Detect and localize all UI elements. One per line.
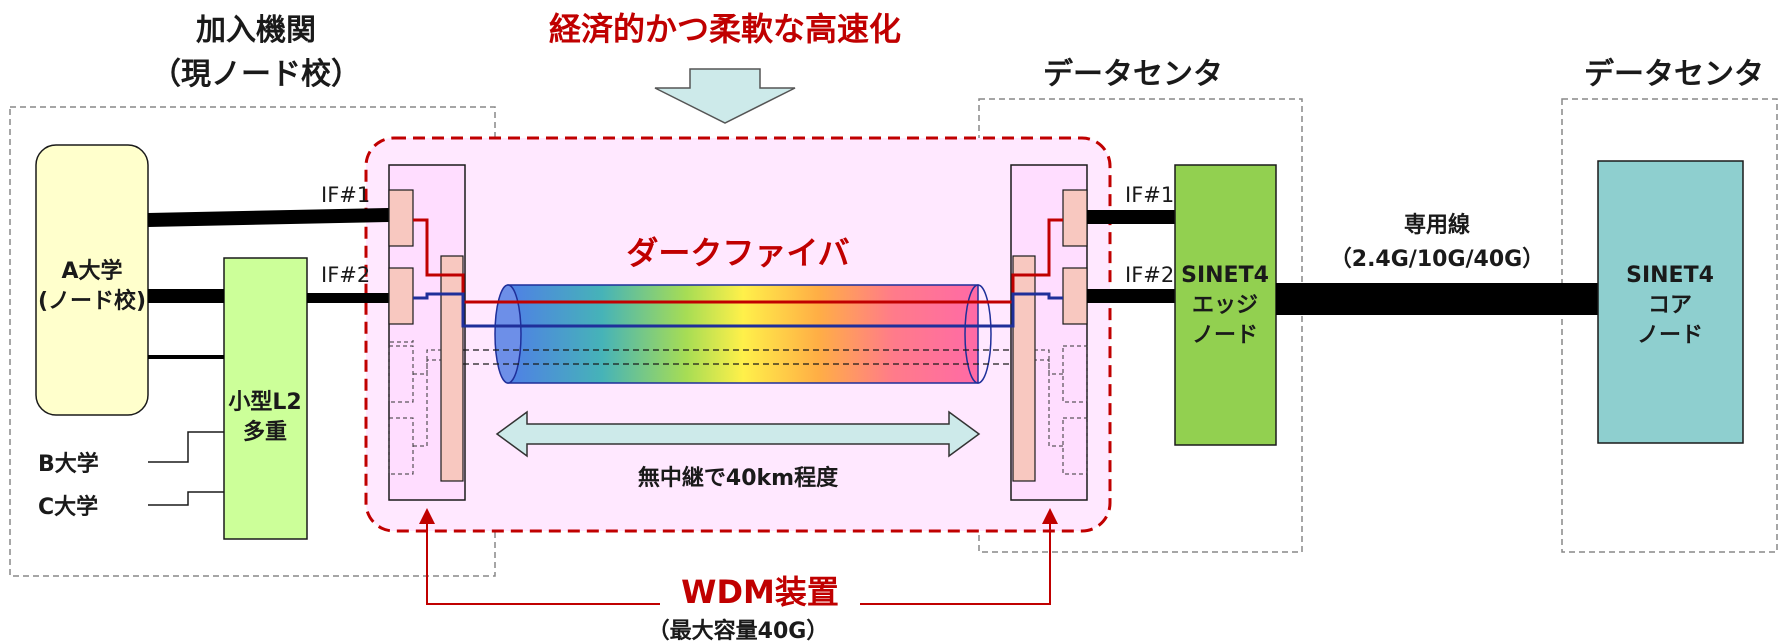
left-if2-label: IF#2 <box>321 263 370 287</box>
right-if2-label: IF#2 <box>1125 263 1174 287</box>
wdm-label-mask <box>660 582 860 624</box>
core-node-label-1: SINET4 <box>1626 263 1714 288</box>
page-title: 経済的かつ柔軟な高速化 <box>549 10 901 48</box>
dark-fiber-label: ダークファイバ <box>626 234 849 272</box>
edge-node-label-3: ノード <box>1192 323 1258 348</box>
datacenter-core-title: データセンタ <box>1584 57 1764 92</box>
datacenter-core-boundary <box>1561 98 1778 553</box>
wdm-left-port-if2 <box>388 267 414 325</box>
member-site-title-2: （現ノード校） <box>151 57 361 92</box>
dark-fiber-cylinder-end-right <box>964 284 992 384</box>
left-internal-dashed-2 <box>413 349 441 375</box>
wdm-capacity-label: （最大容量40G） <box>648 618 829 644</box>
dark-fiber-cylinder <box>507 284 979 384</box>
wdm-pointer-right-head <box>1042 508 1058 524</box>
edge-node-box <box>1174 164 1277 446</box>
wdm-pointer-left-head <box>419 508 435 524</box>
core-node-box <box>1597 160 1744 444</box>
link-univ-b <box>148 431 224 463</box>
wdm-right-port-if2 <box>1062 267 1088 325</box>
right-internal-dashed-3 <box>1035 359 1063 447</box>
univ-a-label-2: (ノード校) <box>38 288 146 314</box>
core-node-label-3: ノード <box>1637 323 1703 348</box>
wdm-right-port-if1 <box>1062 189 1088 247</box>
wdm-left-mux <box>440 255 464 482</box>
wdm-label: WDM装置 <box>681 573 839 611</box>
dark-fiber-cylinder-end-left <box>494 284 522 384</box>
distance-arrow-icon <box>495 410 981 458</box>
univ-c-label: C大学 <box>38 494 98 520</box>
link-univ-c <box>148 491 224 506</box>
left-if1-label: IF#1 <box>321 183 370 207</box>
l2-label-1: 小型L2 <box>228 390 301 415</box>
leased-line-label-1: 専用線 <box>1404 212 1470 238</box>
wdm-pointer-right <box>862 524 1051 605</box>
right-internal-dashed-2 <box>1035 349 1063 375</box>
distance-label: 無中継で40km程度 <box>638 465 839 491</box>
right-dashed-port-3 <box>1062 345 1088 403</box>
edge-node-label-2: エッジ <box>1192 293 1258 318</box>
leased-line-label-2: （2.4G/10G/40G） <box>1330 247 1544 272</box>
left-internal-dashed-1 <box>389 340 414 343</box>
wdm-right-mux <box>1012 255 1036 482</box>
member-site-boundary <box>9 106 496 577</box>
univ-b-label: B大学 <box>38 451 99 477</box>
edge-node-label-1: SINET4 <box>1181 263 1269 288</box>
l2-switch-box <box>223 257 308 540</box>
univ-a-box <box>35 144 149 416</box>
leased-line <box>1276 283 1598 315</box>
wdm-left-port-if1 <box>388 189 414 247</box>
right-dashed-port-4 <box>1062 417 1088 475</box>
univ-a-label-1: A大学 <box>61 258 122 284</box>
datacenter-edge-title: データセンタ <box>1043 57 1223 92</box>
l2-label-2: 多重 <box>243 419 287 445</box>
down-arrow-icon <box>654 68 796 124</box>
blue-wavelength-path <box>413 292 1063 328</box>
link-a-to-wdm-if1 <box>147 208 390 227</box>
right-if1-label: IF#1 <box>1125 183 1174 207</box>
left-internal-dashed-3 <box>413 359 441 447</box>
member-site-title-1: 加入機関 <box>196 13 316 48</box>
core-node-label-2: コア <box>1648 293 1692 318</box>
